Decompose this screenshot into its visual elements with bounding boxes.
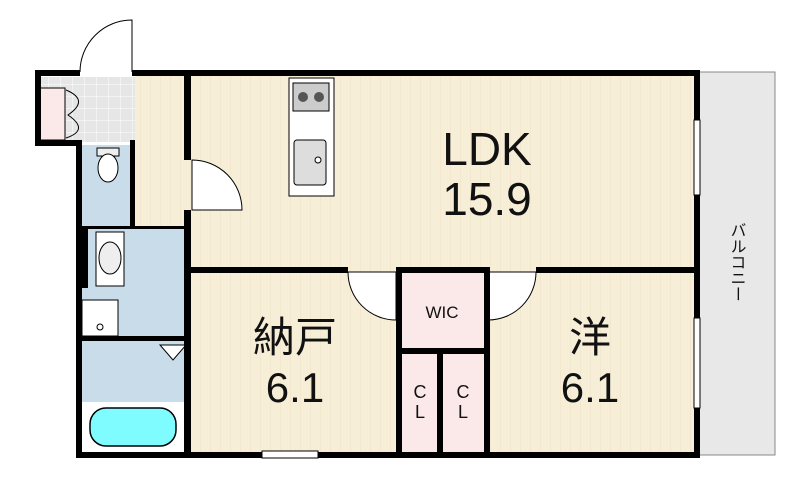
closet-right-label-c: C [457, 382, 470, 402]
closet-right-label-l: L [458, 402, 468, 422]
storage-room-label: 納戸 [253, 314, 337, 361]
walls [35, 70, 700, 458]
storage-room-door [347, 271, 397, 321]
ldk-size: 15.9 [442, 173, 532, 225]
bath-door [158, 344, 188, 361]
wash-basin-icon [95, 231, 125, 287]
washing-machine-icon [81, 299, 119, 337]
western-room-size: 6.1 [561, 364, 619, 411]
closet-left-label-l: L [415, 402, 425, 422]
window-ldk-right [693, 119, 701, 196]
western-room-label: 洋 [569, 314, 611, 361]
storage-room-size: 6.1 [266, 364, 324, 411]
kitchen-counter [288, 77, 335, 197]
bathtub [89, 407, 177, 447]
shoe-cabinet-doors [65, 89, 79, 139]
window-western-right [693, 317, 701, 409]
entrance-door [79, 19, 133, 73]
closet-left-label-c: C [414, 382, 427, 402]
western-room-door [487, 271, 537, 321]
ldk-door [191, 159, 243, 211]
toilet-icon [96, 147, 120, 183]
closet-right-floor [440, 352, 486, 455]
window-bottom [261, 450, 319, 459]
hallway-floor [135, 75, 190, 228]
closet-left-floor [398, 352, 440, 455]
ldk-label: LDK [442, 123, 532, 175]
wic-floor [398, 268, 486, 352]
wic-label: WIC [425, 303, 458, 322]
balcony-label: バルコニー [728, 222, 746, 302]
balcony [696, 71, 776, 456]
ldk-floor [186, 72, 697, 270]
shoe-cabinet [39, 87, 66, 141]
